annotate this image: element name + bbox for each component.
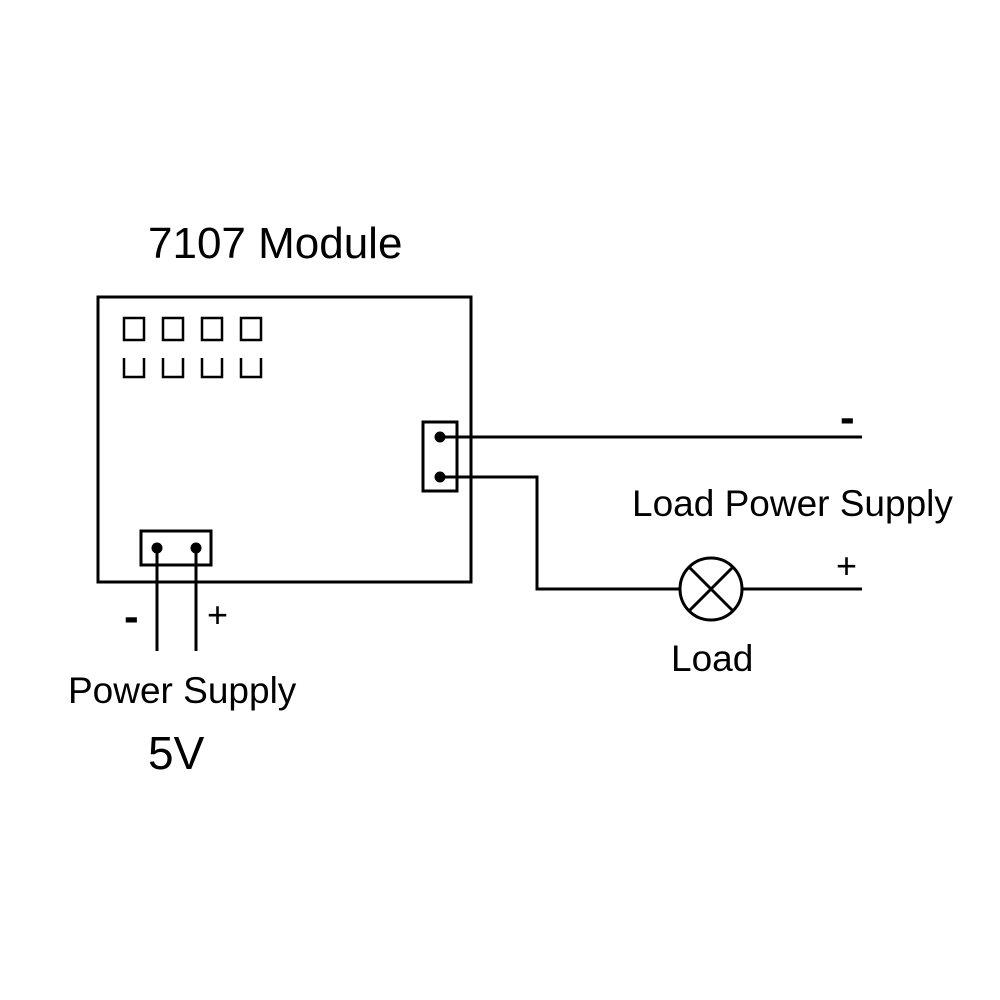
digit-segment-top	[122, 316, 146, 342]
digit-segment-bottom	[200, 358, 224, 379]
display-digits	[122, 316, 263, 379]
power-supply-plus-sign: +	[207, 594, 228, 635]
module-title: 7107 Module	[148, 219, 402, 268]
power-supply-voltage: 5V	[148, 727, 205, 779]
power-connector	[139, 529, 213, 567]
load-supply-minus-sign: -	[840, 393, 855, 442]
power-supply-label: Power Supply	[68, 670, 297, 711]
digit-segment-top	[161, 316, 185, 342]
output-connector	[421, 420, 459, 493]
digit-segment-bottom	[122, 358, 146, 379]
load-supply-plus-sign: +	[836, 545, 857, 586]
digit-segment-bottom	[239, 358, 263, 379]
load-power-supply-label: Load Power Supply	[632, 483, 953, 524]
power-supply-minus-sign: -	[124, 592, 139, 641]
load-wire-to-lamp	[440, 475, 680, 591]
lamp-icon	[678, 556, 744, 622]
module-body	[96, 295, 473, 584]
digit-segment-top	[200, 316, 224, 342]
digit-segment-top	[239, 316, 263, 342]
load-label: Load	[671, 638, 753, 679]
digit-segment-bottom	[161, 358, 185, 379]
